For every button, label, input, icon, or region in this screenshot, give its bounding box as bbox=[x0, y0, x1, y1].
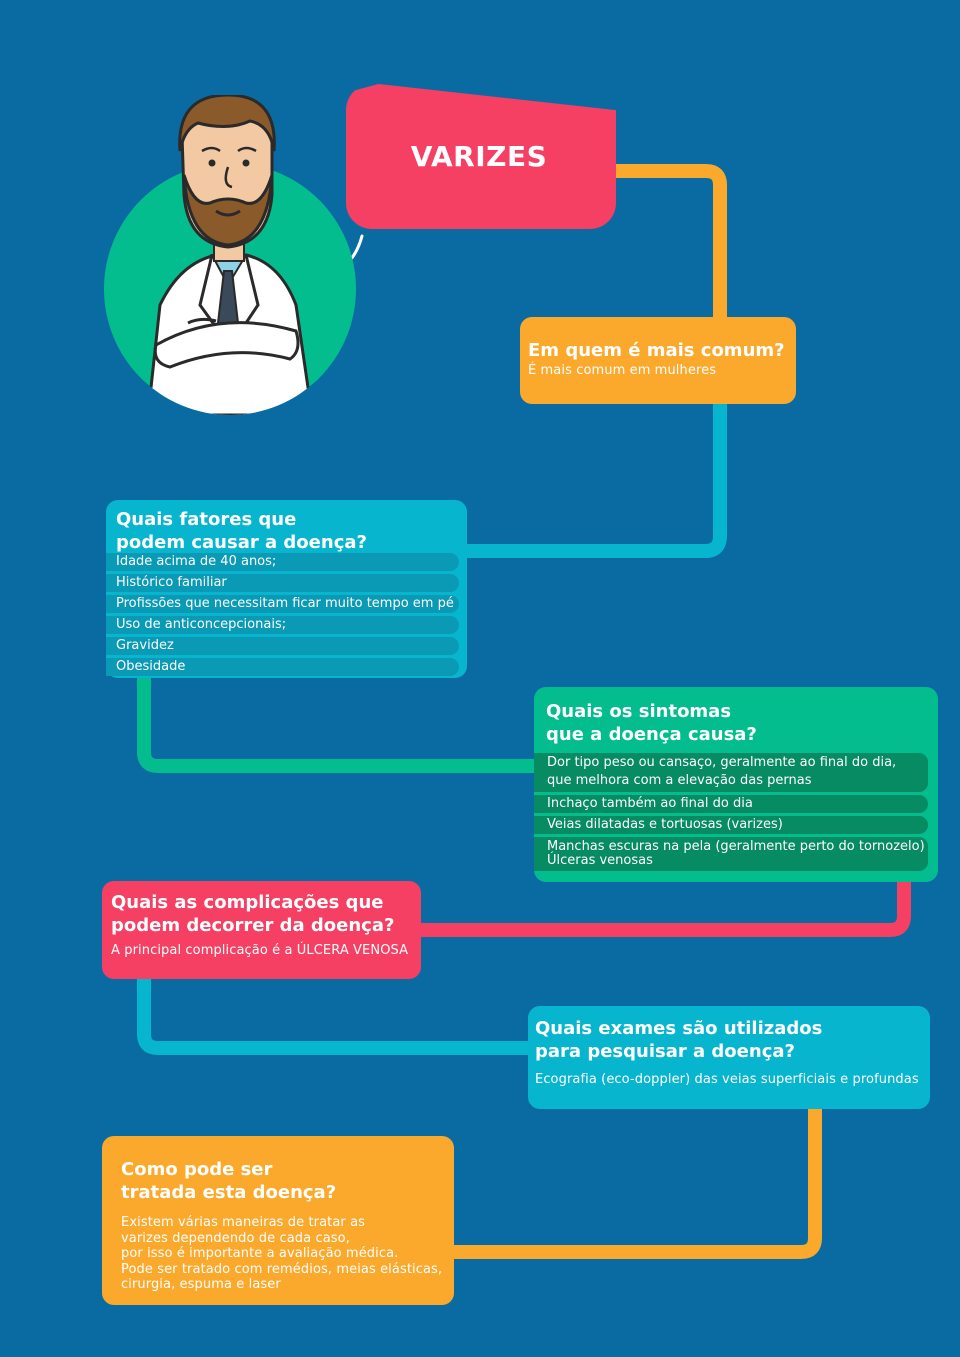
list-item: Idade acima de 40 anos; bbox=[106, 553, 459, 571]
connector-title-common bbox=[612, 164, 727, 320]
doctor-avatar-icon bbox=[104, 95, 356, 415]
list-item: Histórico familiar bbox=[106, 574, 459, 592]
list-item: Inchaço também ao final do dia bbox=[534, 795, 928, 813]
page-title: VARIZES bbox=[410, 140, 548, 173]
card-treatment-text: Existem várias maneiras de tratar as var… bbox=[121, 1215, 443, 1293]
connector-common-factors bbox=[466, 402, 727, 558]
list-item: Uso de anticoncepcionais; bbox=[106, 616, 459, 634]
card-complications-text: A principal complicação é a ÚLCERA VENOS… bbox=[111, 943, 409, 958]
card-complications-heading: Quais as complicações que podem decorrer… bbox=[111, 892, 395, 936]
card-complications: Quais as complicações que podem decorrer… bbox=[102, 881, 421, 979]
card-treatment-heading: Como pode ser tratada esta doença? bbox=[121, 1159, 337, 1203]
connector-symptoms-complications bbox=[419, 879, 911, 937]
card-common-text: É mais comum em mulheres bbox=[528, 363, 717, 378]
card-symptoms-heading: Quais os sintomas que a doença causa? bbox=[546, 701, 757, 745]
factors-list: Idade acima de 40 anos; Histórico famili… bbox=[106, 553, 459, 676]
connector-exams-treatment bbox=[452, 1106, 822, 1259]
list-item: Profissões que necessitam ficar muito te… bbox=[106, 595, 459, 613]
symptoms-list: Dor tipo peso ou cansaço, geralmente ao … bbox=[534, 753, 928, 871]
card-symptoms: Quais os sintomas que a doença causa? Do… bbox=[534, 687, 938, 882]
list-item: Manchas escuras na pela (geralmente pert… bbox=[534, 837, 928, 871]
card-factors-heading: Quais fatores que podem causar a doença? bbox=[116, 509, 367, 553]
card-treatment: Como pode ser tratada esta doença? Exist… bbox=[102, 1136, 454, 1305]
list-item: Veias dilatadas e tortuosas (varizes) bbox=[534, 816, 928, 834]
list-item: Gravidez bbox=[106, 637, 459, 655]
list-item: Dor tipo peso ou cansaço, geralmente ao … bbox=[534, 753, 928, 792]
card-exams-text: Ecografia (eco-doppler) das veias superf… bbox=[535, 1072, 919, 1087]
card-exams-heading: Quais exames são utilizados para pesquis… bbox=[535, 1018, 823, 1062]
card-common: Em quem é mais comum? É mais comum em mu… bbox=[520, 317, 796, 404]
connector-factors-symptoms bbox=[137, 676, 537, 773]
card-common-heading: Em quem é mais comum? bbox=[528, 340, 785, 361]
title-banner bbox=[346, 84, 616, 229]
connector-complications-exams bbox=[137, 977, 530, 1055]
list-item: Obesidade bbox=[106, 658, 459, 676]
card-factors: Quais fatores que podem causar a doença?… bbox=[106, 500, 467, 678]
card-exams: Quais exames são utilizados para pesquis… bbox=[528, 1006, 930, 1109]
